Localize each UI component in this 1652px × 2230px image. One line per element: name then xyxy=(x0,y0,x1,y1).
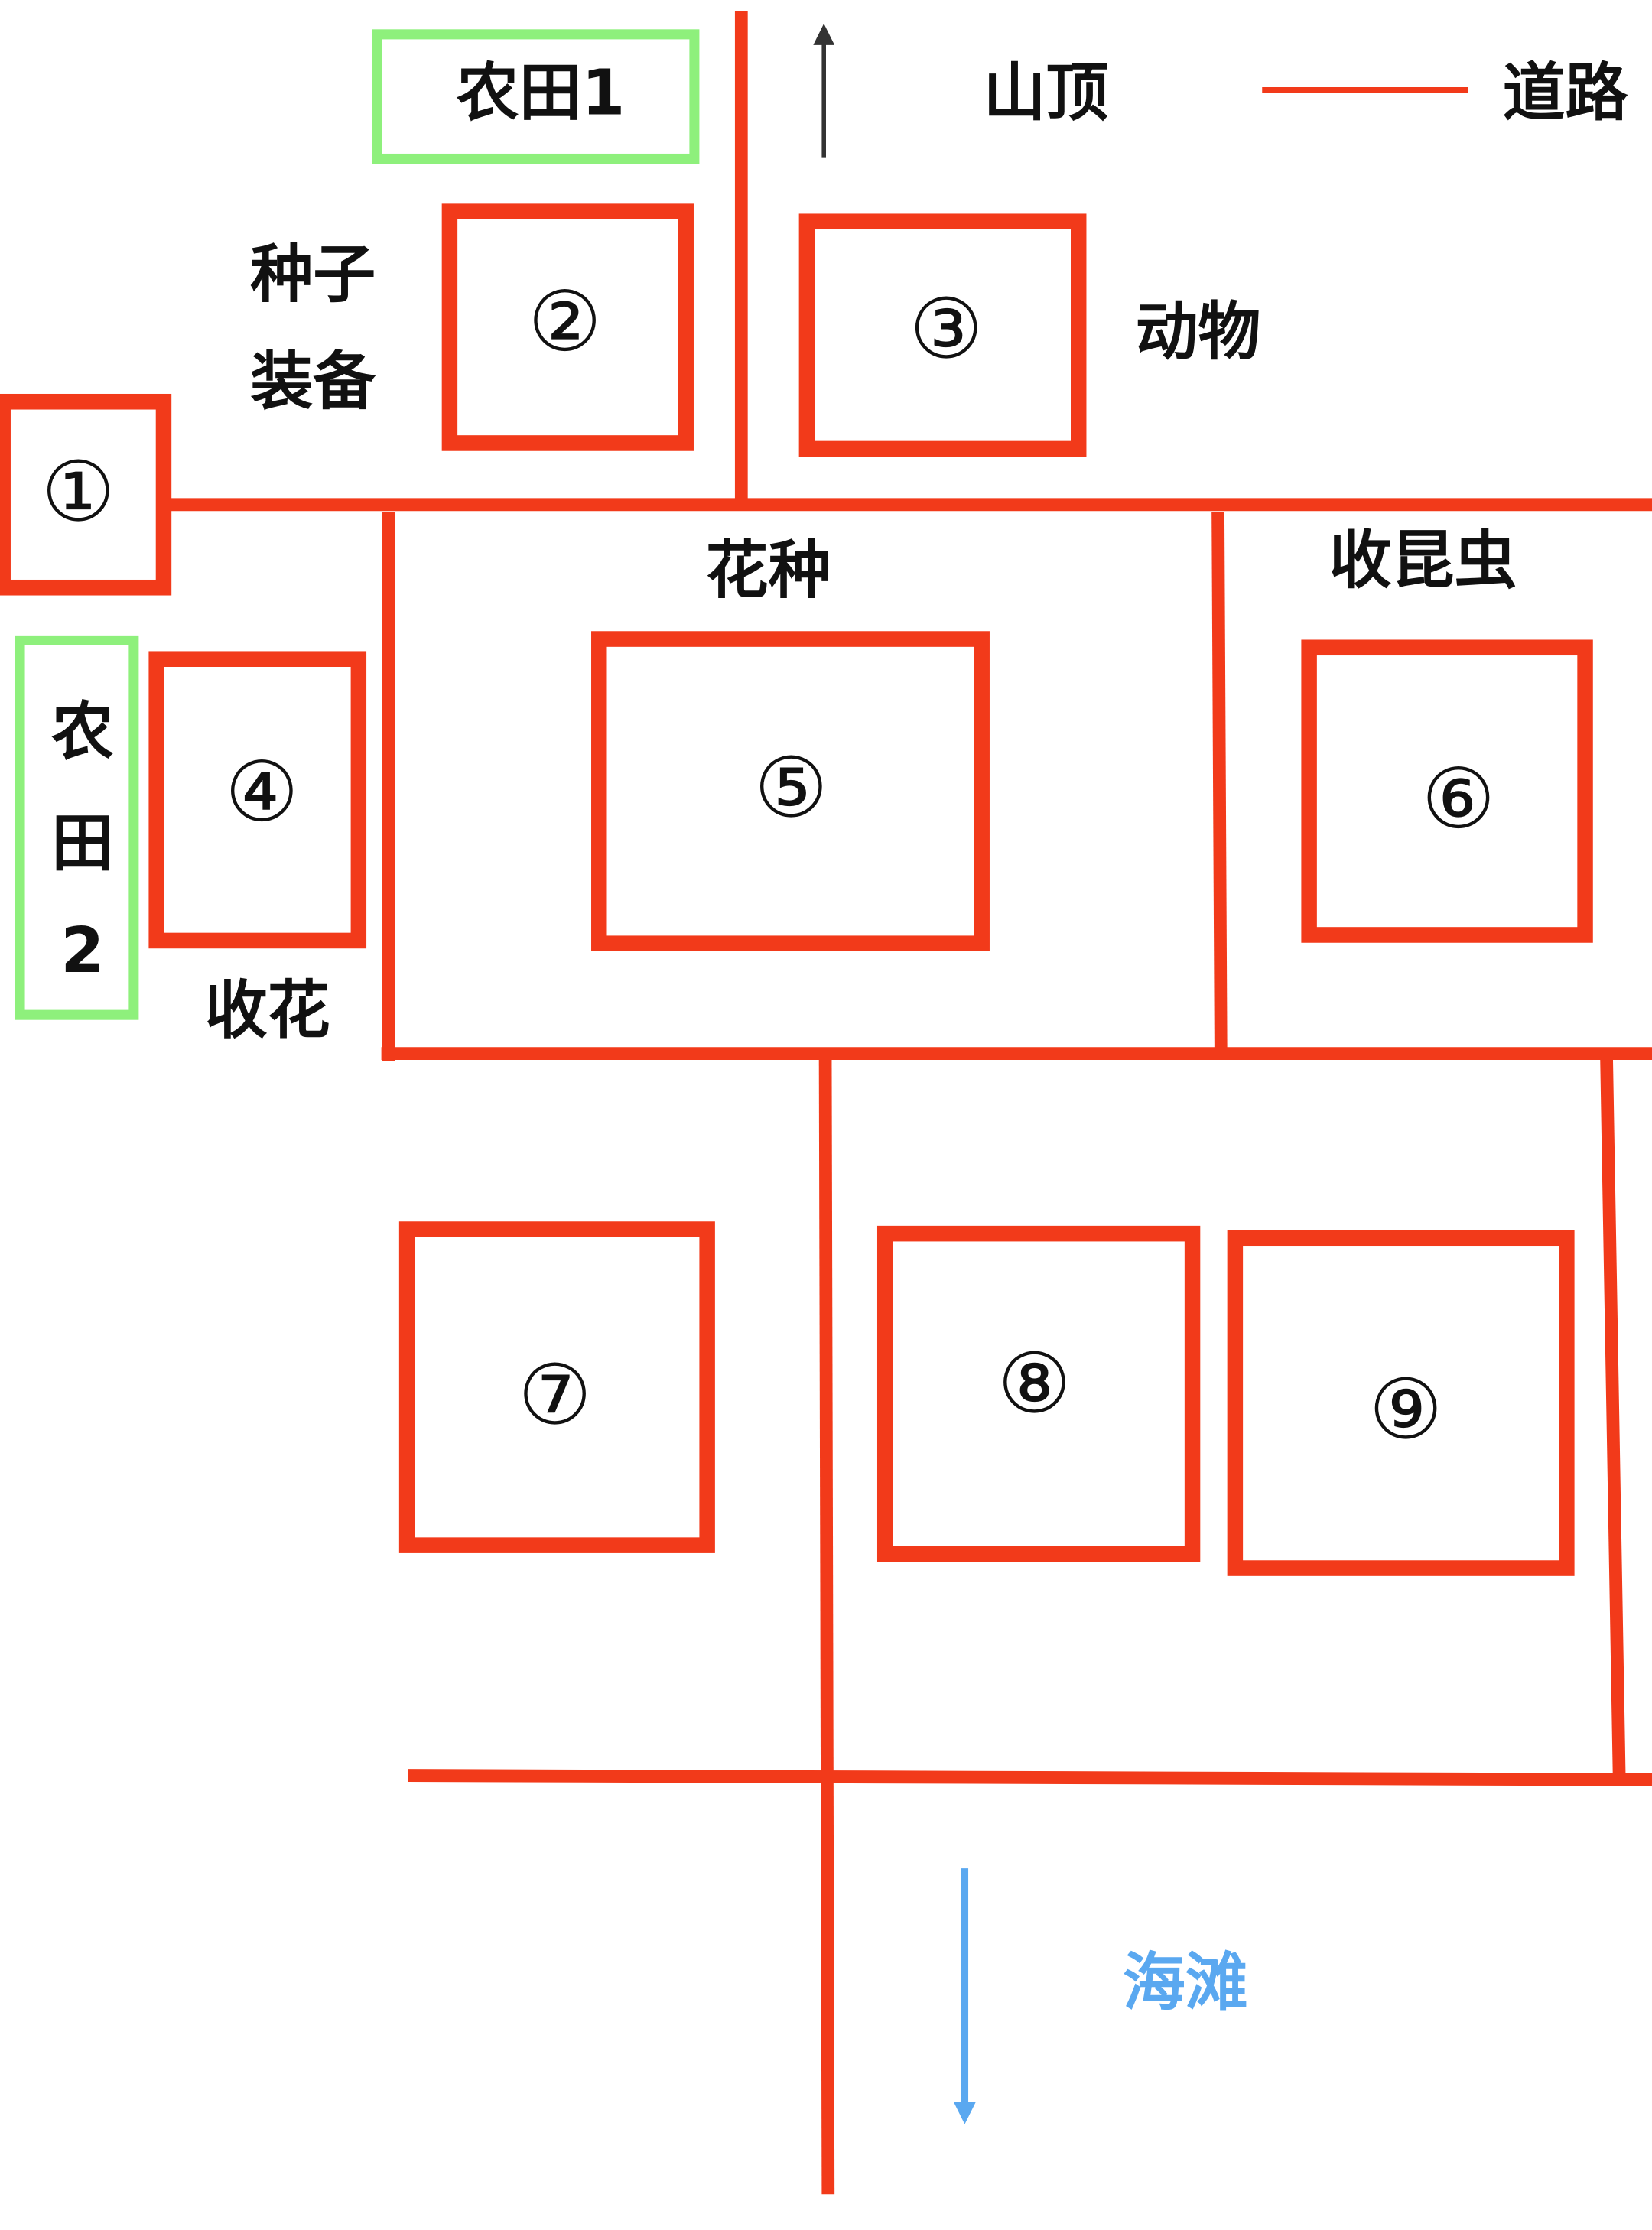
zone-1-number: ① xyxy=(41,444,115,540)
label-farm-2-char-2: 田 xyxy=(51,808,114,880)
road-right-vertical xyxy=(1211,512,1228,1054)
zone-3-box xyxy=(798,213,1087,457)
zone-4-number: ④ xyxy=(225,744,299,840)
label-equipment: 装备 xyxy=(250,346,376,418)
road-east-vertical xyxy=(1600,1053,1626,1780)
zone-8-box xyxy=(876,1225,1201,1562)
label-flower-seeds: 花种 xyxy=(706,535,831,607)
zone-9-box xyxy=(1227,1230,1575,1576)
legend-road-label: 道路 xyxy=(1503,57,1629,129)
label-mountain: 山顶 xyxy=(984,57,1109,129)
zone-1-box xyxy=(0,393,172,596)
zone-7-number: ⑦ xyxy=(518,1347,592,1443)
zone-5-box xyxy=(591,631,990,951)
zone-2-box xyxy=(441,203,694,451)
farm-2-box xyxy=(15,635,139,1020)
zone-6-number: ⑥ xyxy=(1422,751,1496,847)
zone-3-number: ③ xyxy=(909,281,984,377)
zone-2-number: ② xyxy=(528,274,602,370)
label-farm-1: 农田1 xyxy=(457,57,626,129)
zone-7-box xyxy=(398,1221,715,1553)
label-beach: 海滩 xyxy=(1123,1947,1248,2020)
zone-9-number: ⑨ xyxy=(1369,1361,1443,1458)
label-collect-flowers: 收花 xyxy=(205,974,330,1047)
zone-5-number: ⑤ xyxy=(754,740,828,836)
farm-1-box xyxy=(372,29,700,164)
label-animals: 动物 xyxy=(1136,296,1261,369)
road-lower-horizontal xyxy=(408,1769,1652,1786)
zone-4-box xyxy=(148,651,367,949)
label-farm-2-char-3: 2 xyxy=(60,915,104,987)
label-seeds: 种子 xyxy=(250,239,376,311)
zone-6-box xyxy=(1301,639,1593,943)
zone-8-number: ⑧ xyxy=(997,1336,1072,1432)
label-collect-insects: 收昆虫 xyxy=(1329,525,1517,597)
road-south-vertical xyxy=(818,1053,835,2195)
label-farm-2-char-1: 农 xyxy=(51,696,114,769)
